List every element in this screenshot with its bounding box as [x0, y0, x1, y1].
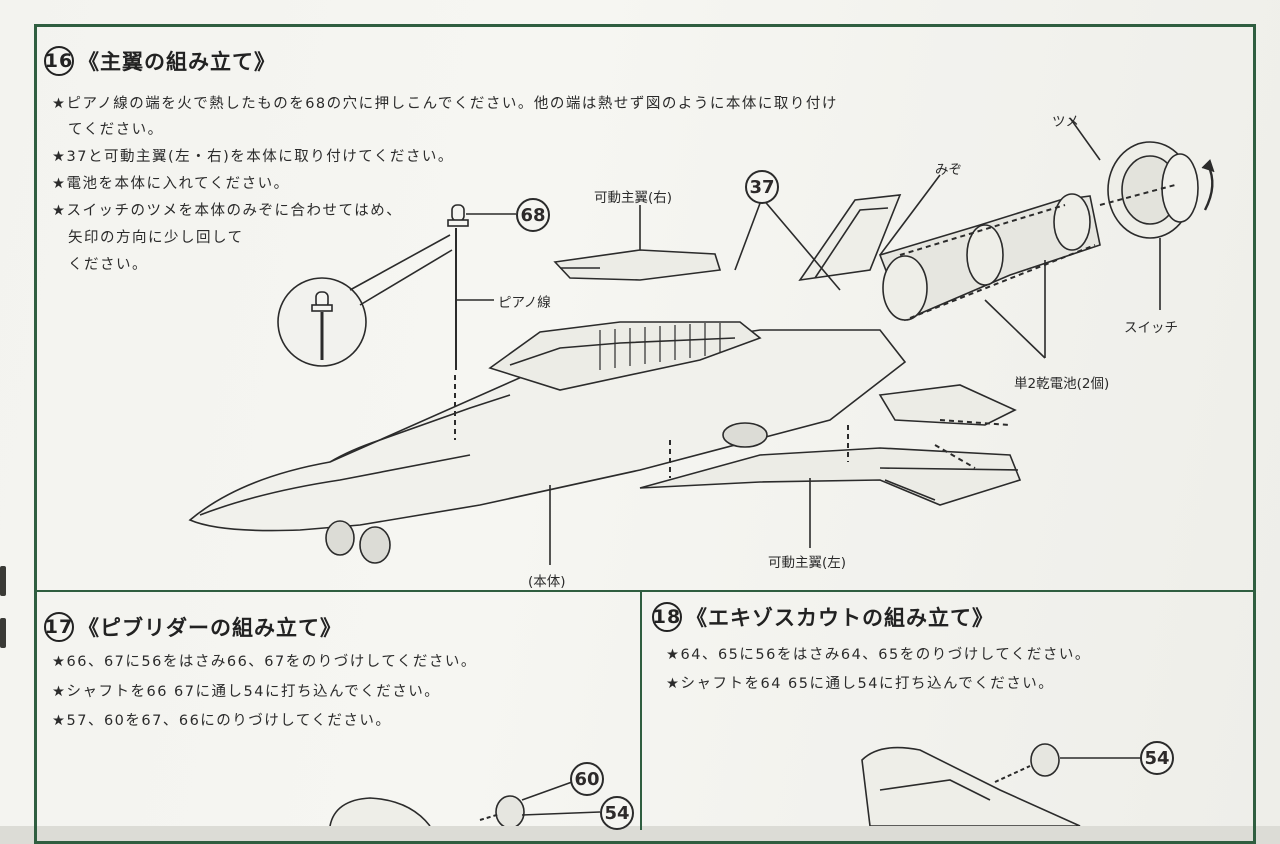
- switch-label: スイッチ: [1124, 320, 1178, 336]
- instruction-line: ★シャフトを64 65に通し54に打ち込んでください。: [666, 676, 1055, 692]
- piano-wire-label: ピアノ線: [498, 295, 551, 311]
- binding-hole: [0, 618, 6, 648]
- part-60-callout: 60: [570, 762, 604, 796]
- section-title: 《エキゾスカウトの組み立て》: [686, 606, 994, 630]
- part-68-callout: 68: [516, 198, 550, 232]
- battery-label: 単2乾電池(2個): [1014, 376, 1110, 392]
- section-17-heading: 17 《ピブリダーの組み立て》: [44, 612, 342, 642]
- left-wing-label: 可動主翼(左): [768, 555, 847, 571]
- instruction-line: ください。: [68, 257, 148, 273]
- part-54-callout: 54: [1140, 741, 1174, 775]
- instruction-line: ★64、65に56をはさみ64、65をのりづけしてください。: [666, 647, 1091, 663]
- instruction-line: ★66、67に56をはさみ66、67をのりづけしてください。: [52, 654, 477, 670]
- groove-label: みぞ: [935, 162, 962, 178]
- instruction-line: 矢印の方向に少し回して: [68, 230, 244, 246]
- instruction-line: ★シャフトを66 67に通し54に打ち込んでください。: [52, 684, 441, 700]
- claw-label: ツメ: [1052, 114, 1079, 130]
- exoscout-diagram: [861, 743, 1140, 826]
- section-18-heading: 18 《エキゾスカウトの組み立て》: [652, 602, 994, 632]
- instruction-line: ★57、60を67、66にのりづけしてください。: [52, 713, 392, 729]
- section-title: 《主翼の組み立て》: [78, 50, 276, 74]
- section-title: 《ピブリダーの組み立て》: [78, 616, 342, 640]
- pibrider-diagram: [329, 781, 601, 826]
- part-37-callout: 37: [745, 170, 779, 204]
- section-16-heading: 16 《主翼の組み立て》: [44, 46, 276, 76]
- wing-assembly-diagram: [188, 117, 1215, 565]
- binding-hole: [0, 566, 6, 596]
- step-number: 16: [44, 46, 74, 76]
- section-divider-horizontal: [34, 590, 1256, 592]
- instruction-line: ★ピアノ線の端を火で熱したものを68の穴に押しこんでください。他の端は熱せず図の…: [52, 96, 838, 112]
- step-number: 17: [44, 612, 74, 642]
- section-divider-vertical: [640, 590, 642, 830]
- step-number: 18: [652, 602, 682, 632]
- right-wing-label: 可動主翼(右): [594, 190, 673, 206]
- instruction-line: ★電池を本体に入れてください。: [52, 176, 290, 192]
- instruction-line: ★スイッチのツメを本体のみぞに合わせてはめ、: [52, 203, 403, 219]
- instruction-line: ★37と可動主翼(左・右)を本体に取り付けてください。: [52, 149, 454, 165]
- body-label: (本体): [528, 574, 566, 590]
- instruction-line: てください。: [68, 122, 164, 138]
